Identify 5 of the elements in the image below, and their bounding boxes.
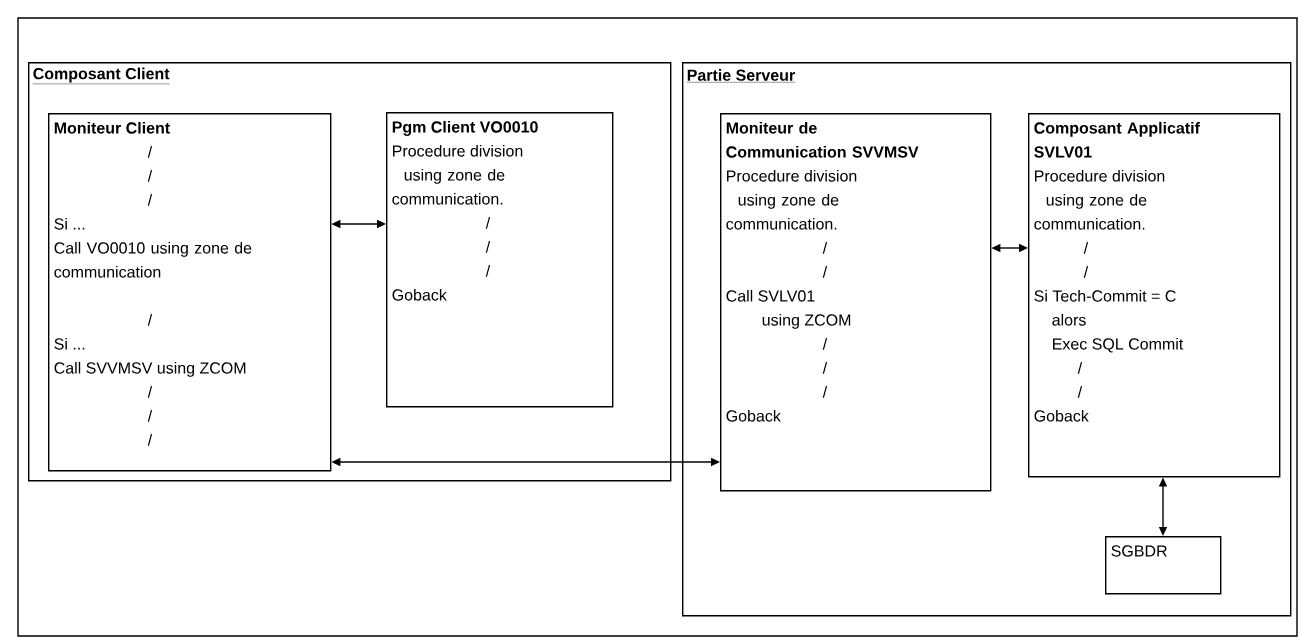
program-box: Moniteur de Communication SVVMSV Procedure division using zone de communication. / / Call SVLV01 using ZCOM / / / Goback (720, 113, 992, 492)
program-box: Composant Applicatif SVLV01 Procedure division using zone de communication. / / Si Tech-Commit = C alors Exec SQL Commit / / Goback (1028, 113, 1281, 478)
database-box: SGBDR (1105, 536, 1222, 595)
program-box: Pgm Client VO0010 Procedure division using zone de communication. / / / Goback (386, 112, 614, 408)
program-box: Moniteur Client / / / Si ... Call VO0010 using zone de communication / Si ... Call SVVMSV using ZCOM / / / (48, 113, 332, 472)
